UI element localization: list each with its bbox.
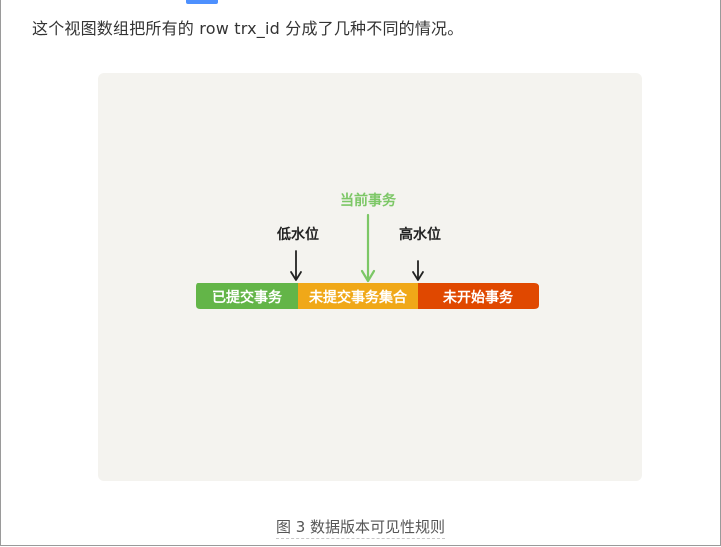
not-started-segment: 未开始事务: [418, 283, 539, 309]
committed-segment: 已提交事务: [196, 283, 298, 309]
uncommitted-set-segment-label: 未提交事务集合: [309, 289, 408, 306]
visibility-diagram: 当前事务 低水位 高水位 已提交事务 未提交事务集合 未开始事务: [196, 192, 539, 309]
not-started-segment-label: 未开始事务: [443, 289, 514, 306]
active-tab-indicator: [186, 0, 218, 4]
high-watermark-arrow-icon: [412, 260, 424, 281]
low-watermark-arrow-icon: [290, 250, 302, 281]
figure-image: 当前事务 低水位 高水位 已提交事务 未提交事务集合 未开始事务: [98, 73, 642, 481]
current-transaction-arrow-icon: [360, 213, 376, 283]
low-watermark-label: 低水位: [276, 226, 319, 243]
uncommitted-set-segment: 未提交事务集合: [298, 283, 418, 309]
figure-caption: 图 3 数据版本可见性规则: [0, 516, 721, 539]
figure-caption-text: 图 3 数据版本可见性规则: [275, 518, 446, 539]
body-paragraph: 这个视图数组把所有的 row trx_id 分成了几种不同的情况。: [32, 19, 464, 38]
committed-segment-label: 已提交事务: [212, 289, 283, 306]
high-watermark-label: 高水位: [399, 226, 441, 243]
current-transaction-label: 当前事务: [340, 192, 397, 209]
